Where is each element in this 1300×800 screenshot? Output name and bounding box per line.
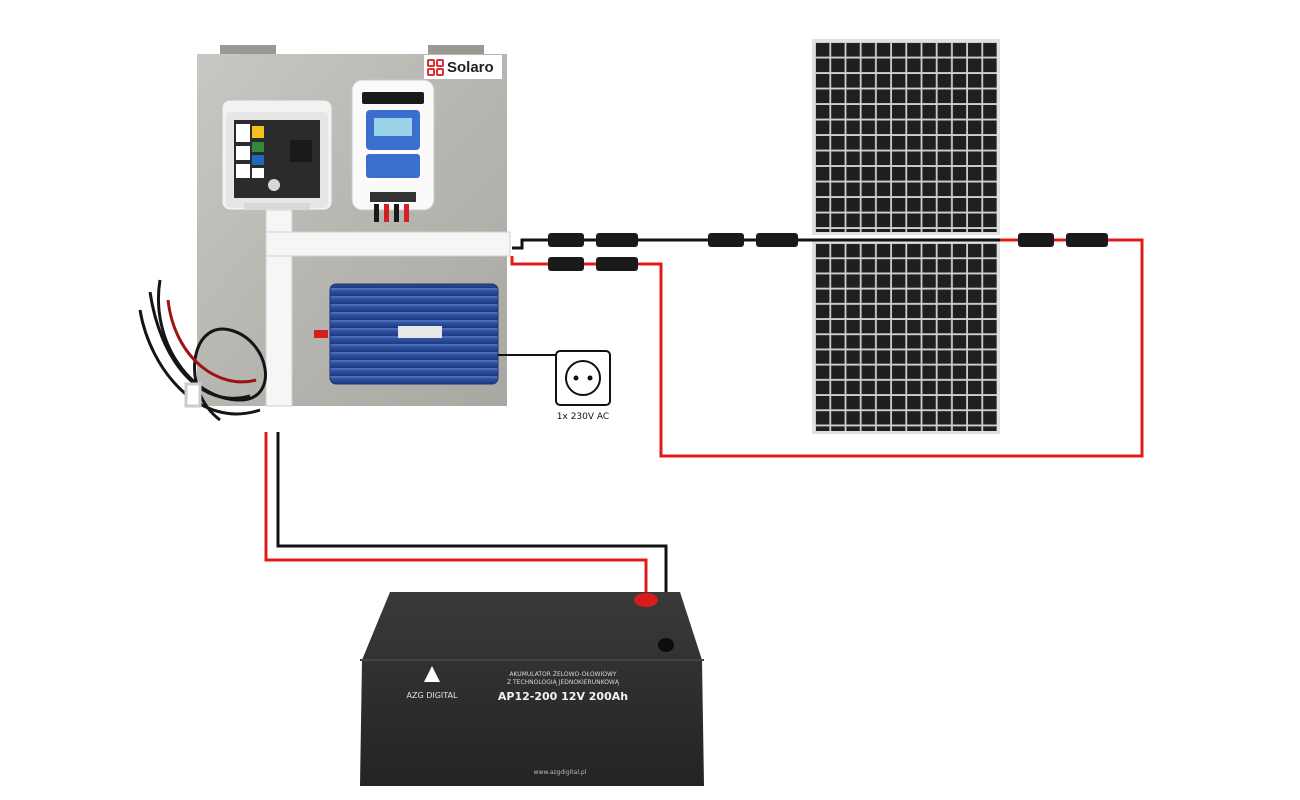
battery-brand: AZG DIGITAL [407, 691, 459, 700]
battery-icon [360, 592, 704, 786]
cable-duct [265, 209, 511, 407]
solar-panel-icon [812, 39, 1000, 434]
mc4-connector-icon [548, 233, 1108, 271]
solaro-logo: Solaro [424, 55, 502, 79]
battery-heading-2: Z TECHNOLOGIĄ JEDNOKIERUNKOWĄ [507, 679, 620, 686]
power-outlet-icon [555, 350, 611, 406]
battery-heading-1: AKUMULATOR ŻELOWO-OŁOWIOWY [509, 671, 617, 678]
battery-cables [138, 279, 267, 422]
outlet-label: 1x 230V AC [556, 412, 610, 422]
battery-model: AP12-200 12V 200Ah [498, 690, 628, 703]
solaro-logo-icon [427, 58, 444, 76]
brand-name: Solaro [447, 58, 494, 76]
battery-website: www.azgdigital.pl [534, 769, 587, 776]
inverter-icon [314, 283, 499, 385]
breaker-box [221, 99, 333, 211]
charge-controller-icon [351, 79, 435, 222]
